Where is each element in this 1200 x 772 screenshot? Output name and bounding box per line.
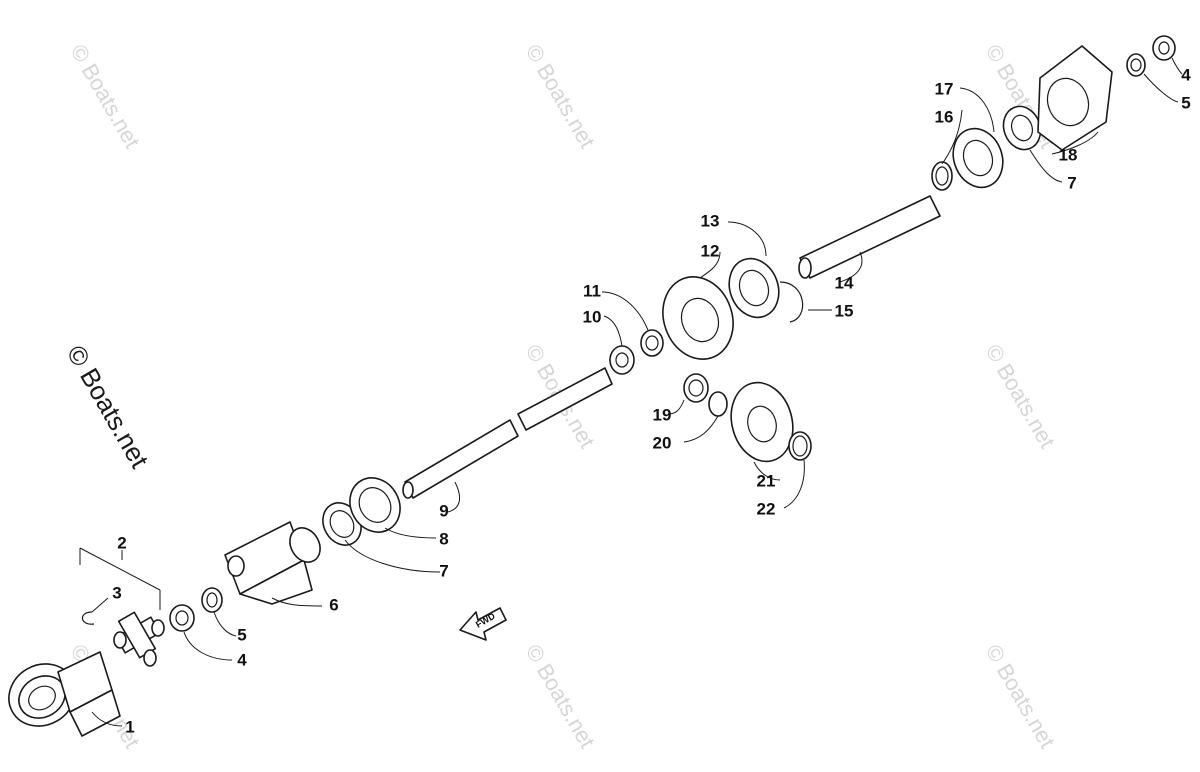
callout-21: 21 [757,471,776,490]
part-nut-4-lower [169,604,195,632]
callout-22: 22 [757,499,776,518]
callout-14: 14 [835,273,854,292]
part-nut-10 [609,345,635,375]
part-o-ring-16 [931,161,953,191]
callout-16: 16 [935,107,954,126]
callout-4-upper: 4 [1181,65,1191,84]
part-washer-5-upper [1126,53,1146,77]
callout-2: 2 [117,533,126,552]
part-bearing-19 [683,373,709,403]
callout-18: 18 [1059,145,1078,164]
part-pinion-shaft-14 [798,195,941,279]
leader-lines [79,57,1183,727]
part-bevel-gear-12 [662,276,734,360]
part-washer-11 [640,329,664,357]
fwd-direction-arrow: FWD [459,607,507,641]
callout-labels: 1 2 3 4 5 6 7 8 9 10 11 12 13 14 15 16 1… [112,65,1191,736]
callout-11: 11 [583,281,601,300]
callout-7-lower: 7 [439,561,448,580]
part-yoke-6 [224,521,321,605]
part-nut-4-upper [1152,35,1176,61]
watermark-text: © Boats.net [521,640,600,752]
callout-15: 15 [835,301,854,320]
callout-9: 9 [439,501,448,520]
part-bearing-13 [728,257,780,319]
parts-layer [8,35,1176,737]
callout-12: 12 [701,241,720,260]
part-shim-22 [788,431,812,461]
callout-4-lower: 4 [237,650,247,669]
callout-19: 19 [653,405,672,424]
part-circlip-3 [81,611,95,625]
callout-3: 3 [112,583,121,602]
part-flange-18 [1037,45,1113,151]
watermark-text: © Boats.net [981,340,1060,452]
watermark-text: © Boats.net [981,640,1060,752]
callout-8: 8 [439,529,448,548]
watermark-text: © Boats.net [66,40,145,152]
callout-1: 1 [125,717,134,736]
callout-6: 6 [329,595,338,614]
watermark-text: © Boats.net [521,40,600,152]
callout-5-lower: 5 [237,625,246,644]
callout-5-upper: 5 [1181,93,1190,112]
callout-7-upper: 7 [1067,173,1076,192]
part-shaft-9 [402,367,613,499]
watermark-main-text: © Boats.net [61,340,155,474]
part-bearing-8 [349,477,401,533]
callout-10: 10 [583,307,602,326]
part-snap-ring-15 [779,281,804,323]
callout-13: 13 [701,211,720,230]
part-washer-20 [708,391,728,417]
part-bearing-17 [952,127,1004,189]
part-yoke-1 [8,651,121,737]
part-ring-gear-21 [730,381,794,463]
part-cross-spider [113,611,165,667]
part-washer-5-lower [201,587,223,613]
callout-20: 20 [653,433,672,452]
callout-17: 17 [935,79,954,98]
